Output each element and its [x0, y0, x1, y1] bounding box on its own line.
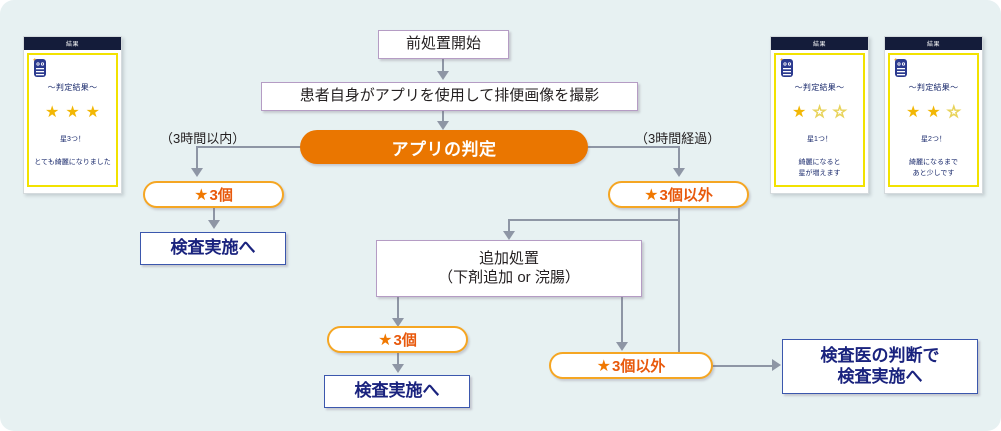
phone-mockup-1-star: 結果 ～判定結果～ ★ ☆ ☆ 星1つ！ 綺麗になると	[770, 36, 869, 194]
phone-screen: ～判定結果～ ★ ★ ★ 星3つ！ とても綺麗になりました	[27, 53, 118, 187]
result-exam-left-label: 検査実施へ	[170, 238, 256, 258]
star-icon: ★	[596, 357, 611, 375]
pill-star3-other-bottom-label: 3個以外	[612, 358, 666, 375]
connector-midstar3-to-exam	[397, 352, 399, 366]
arrowhead-right	[772, 359, 781, 371]
phone-bar-title: 結果	[812, 42, 826, 48]
star-filled-icon: ★	[85, 104, 101, 121]
decision-pill-label: アプリの判定	[391, 139, 497, 159]
connector-rightpill-down	[678, 207, 680, 221]
pill-star3-mid-label: 3個	[393, 332, 417, 349]
phone-status-bar: 結果	[24, 37, 121, 50]
condition-label-within-3h-text: （3時間以内）	[160, 131, 246, 146]
phone-status-bar: 結果	[771, 37, 868, 50]
pill-star3-other-right[interactable]: ★ 3個以外	[608, 181, 749, 208]
condition-label-after-3h-text: （3時間経過）	[635, 131, 721, 146]
phone-mockup-2-stars: 結果 ～判定結果～ ★ ★ ☆ 星2つ！ 綺麗になるまで	[884, 36, 983, 194]
arrowhead-down	[503, 231, 515, 240]
phone-star-count: 星1つ！	[807, 136, 832, 143]
phone-star-rating: ★ ★ ★	[45, 105, 100, 121]
pill-star3-other-bottom[interactable]: ★ 3個以外	[549, 352, 713, 379]
phone-bar-title: 結果	[65, 42, 79, 48]
arrowhead-down	[208, 220, 220, 229]
phone-message-line2: 星が増えます	[798, 169, 841, 177]
phone-message-line1: 綺麗になるまで	[909, 159, 958, 166]
extra-treatment-line1: 追加処置	[478, 249, 539, 267]
result-doctor-line2: 検査実施へ	[837, 366, 923, 386]
phone-message: とても綺麗になりました	[34, 159, 111, 166]
phone-message-line1: 綺麗になると	[798, 159, 841, 166]
decision-pill-app-judgement[interactable]: アプリの判定	[300, 130, 588, 164]
star-empty-icon: ☆	[832, 104, 848, 121]
result-exam-mid[interactable]: 検査実施へ	[324, 375, 470, 408]
arrowhead-down	[191, 168, 203, 177]
capture-box[interactable]: 患者自身がアプリを使用して排便画像を撮影	[261, 82, 638, 111]
connector-start-to-capture	[442, 58, 444, 73]
connector-rightpill-to-extra	[508, 219, 680, 221]
phone-screen-title: ～判定結果～	[794, 83, 845, 92]
star-empty-icon: ☆	[812, 104, 827, 121]
arrowhead-down	[392, 318, 404, 327]
phone-star-rating: ★ ☆ ☆	[791, 104, 848, 121]
star-filled-icon: ★	[905, 104, 921, 121]
pill-star3-left[interactable]: ★ 3個	[143, 181, 284, 208]
connector-left-down	[196, 146, 198, 170]
connector-decision-right	[583, 146, 680, 148]
mascot-icon	[894, 58, 907, 77]
phone-status-bar: 結果	[885, 37, 982, 50]
connector-right-down	[678, 146, 680, 170]
result-doctor-line1: 検査医の判断で	[820, 346, 940, 366]
extra-treatment-line2: （下剤追加 or 浣腸）	[438, 268, 580, 286]
connector-extra-to-star3	[397, 296, 399, 320]
phone-star-count: 星3つ！	[60, 136, 85, 143]
arrowhead-down	[616, 342, 628, 351]
phone-message-line2: あと少しです	[912, 169, 955, 177]
connector-rightpill-long-down	[678, 219, 680, 365]
star-empty-icon: ☆	[946, 104, 962, 121]
arrowhead-down	[437, 71, 449, 80]
star-icon: ★	[644, 186, 659, 204]
capture-box-label: 患者自身がアプリを使用して排便画像を撮影	[299, 87, 600, 105]
connector-extra-to-star3other	[621, 296, 623, 344]
extra-treatment-box[interactable]: 追加処置 （下剤追加 or 浣腸）	[376, 240, 642, 297]
star-icon: ★	[378, 331, 393, 349]
start-box-label: 前処置開始	[405, 35, 481, 53]
mascot-icon	[33, 58, 46, 77]
phone-mockup-3-stars: 結果 ～判定結果～ ★ ★ ★ 星3つ！ とても綺麗になりました	[23, 36, 122, 194]
connector-leftpill-to-exam	[213, 207, 215, 222]
connector-capture-to-decision	[442, 110, 444, 122]
result-exam-mid-label: 検査実施へ	[354, 381, 440, 401]
condition-label-after-3h: （3時間経過）	[635, 128, 720, 147]
start-box[interactable]: 前処置開始	[378, 30, 509, 59]
arrowhead-down	[392, 364, 404, 373]
condition-label-within-3h: （3時間以内）	[160, 128, 245, 147]
star-filled-icon: ★	[65, 104, 80, 121]
pill-star3-other-right-label: 3個以外	[659, 187, 713, 204]
phone-screen: ～判定結果～ ★ ★ ☆ 星2つ！ 綺麗になるまで あと少しです	[888, 53, 979, 187]
result-exam-left[interactable]: 検査実施へ	[140, 232, 286, 265]
star-filled-icon: ★	[926, 104, 941, 121]
star-filled-icon: ★	[44, 104, 60, 121]
mascot-icon	[780, 58, 793, 77]
phone-message: 綺麗になるまで あと少しです	[905, 158, 962, 179]
arrowhead-down	[437, 121, 449, 130]
arrowhead-down	[673, 168, 685, 177]
phone-bar-title: 結果	[926, 42, 940, 48]
connector-decision-left	[196, 146, 304, 148]
phone-message: 綺麗になると 星が増えます	[795, 158, 845, 179]
star-filled-icon: ★	[791, 104, 807, 121]
phone-screen-title: ～判定結果～	[908, 83, 959, 92]
phone-screen-title: ～判定結果～	[47, 83, 98, 92]
phone-star-rating: ★ ★ ☆	[905, 104, 962, 121]
phone-screen: ～判定結果～ ★ ☆ ☆ 星1つ！ 綺麗になると 星が増えます	[774, 53, 865, 187]
phone-star-count: 星2つ！	[921, 136, 946, 143]
connector-extra-entry	[508, 219, 510, 233]
result-doctor-decision[interactable]: 検査医の判断で 検査実施へ	[782, 339, 978, 394]
pill-star3-left-label: 3個	[209, 187, 233, 204]
pill-star3-mid[interactable]: ★ 3個	[327, 326, 468, 353]
connector-bottomstar-to-doctor	[712, 365, 774, 367]
star-icon: ★	[194, 186, 209, 204]
